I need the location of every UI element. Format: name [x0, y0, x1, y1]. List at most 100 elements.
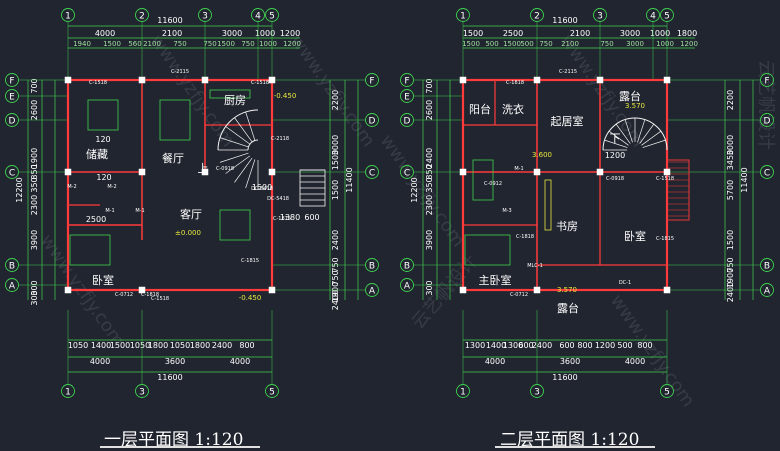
- stair-tread: [225, 126, 251, 145]
- plan1-top-row2-dim: 750: [173, 40, 186, 48]
- plan2-axis-left-C-label: C: [404, 168, 410, 178]
- plan2-right-dim: 3450: [726, 150, 735, 170]
- plan1-right-dim: 3000: [331, 135, 340, 155]
- plan1-door-tag: C-1518: [89, 80, 107, 86]
- plan1-room-4: 卧室: [92, 273, 114, 287]
- stair-tread: [234, 157, 253, 183]
- structural-column: [596, 76, 604, 84]
- structural-column: [663, 286, 671, 294]
- plan1-top-row1-dim: 2100: [162, 29, 182, 38]
- plan2-axis-left-B-label: B: [404, 261, 410, 271]
- plan1-note-0: 1380: [280, 213, 300, 222]
- stair-tread: [624, 119, 633, 143]
- plan2-bottom-row2-dim: 1200: [595, 341, 615, 350]
- plan2-axis-top-5-label: 5: [664, 11, 670, 21]
- plan1-axis-left-A-label: A: [9, 281, 16, 291]
- plan1-top-row2-dim: 750: [241, 40, 254, 48]
- plan1-axis-top-2-label: 2: [139, 11, 145, 21]
- dining-table: [159, 99, 191, 141]
- plan2-left-dim: 3900: [425, 230, 434, 250]
- plan1-bottom-row2-dim: 1050: [170, 341, 190, 350]
- plan2-bottom-row1-dim: 4000: [485, 357, 505, 366]
- plan1-axis-top-2-circle: [135, 8, 149, 22]
- stair-tread: [615, 123, 631, 144]
- plan1-axis-top-1-circle: [61, 8, 75, 22]
- plan1-right-dim: 1500: [331, 150, 340, 170]
- watermark-cn: 云艺帆设计: [755, 60, 776, 150]
- storage-furniture: [87, 99, 119, 131]
- plan2-axis-bottom-1-label: 1: [460, 387, 466, 397]
- plan1-axis-left-D-label: D: [9, 116, 16, 126]
- plan2-room-6: 主卧室: [479, 273, 512, 287]
- plan2-bottom-row2-dim: 500: [617, 341, 632, 350]
- structural-column: [64, 168, 72, 176]
- structural-column: [533, 76, 541, 84]
- plan2-top-total: 11600: [552, 16, 577, 25]
- stair-tread: [225, 155, 251, 174]
- plan1-door-tag: C-1815: [273, 216, 291, 222]
- plan2-right-dim: 2400: [726, 282, 735, 302]
- plan1-axis-bottom-1-label: 1: [65, 387, 71, 397]
- watermark-text: www.yzfjy.com: [606, 291, 699, 411]
- plan2-left-dim: 2400: [425, 148, 434, 168]
- plan1-bottom-total: 11600: [157, 373, 182, 382]
- structural-column: [663, 168, 671, 176]
- plan1-left-total: 12200: [15, 177, 24, 202]
- plan2-room-8: 下: [610, 132, 621, 145]
- plan1-top-row2-dim: 1200: [283, 40, 301, 48]
- plan1-axis-bottom-5-label: 5: [269, 387, 275, 397]
- plan2-door-tag: MLC-1: [527, 263, 543, 269]
- plan1-door-tag: C-2118: [271, 136, 289, 142]
- structural-column: [138, 286, 146, 294]
- plan2-axis-bottom-5-label: 5: [664, 387, 670, 397]
- structural-column: [459, 286, 467, 294]
- plan1-elev-2: -0.450: [239, 294, 262, 302]
- plan1-axis-left-C-label: C: [9, 168, 15, 178]
- plan2-top-row2-dim: 2100: [561, 40, 579, 48]
- plan1-axis-left-E-label: E: [9, 92, 15, 102]
- structural-column: [64, 76, 72, 84]
- plan1-note-5: 120: [96, 173, 111, 182]
- plan2-top-row2-dim: 1500: [503, 40, 521, 48]
- plan2-room-0: 阳台: [469, 102, 491, 116]
- plan1-top-row2-dim: 1000: [259, 40, 277, 48]
- plan1-door-tag: C-1815: [241, 258, 259, 264]
- plan1-top-row1-dim: 1000: [255, 29, 275, 38]
- plan2-left-total: 12200: [410, 177, 419, 202]
- plan1-left-dim: 2600: [30, 100, 39, 120]
- plan2-right-dim: 5700: [726, 180, 735, 200]
- desk: [544, 179, 552, 231]
- stair-tread: [245, 111, 256, 141]
- stair-tread: [608, 130, 629, 146]
- plan1-note-1: 600: [304, 213, 319, 222]
- plan1-top-row1-dim: 3000: [222, 29, 242, 38]
- plan1-bottom-row1-dim: 4000: [90, 357, 110, 366]
- plan2-right-dim: 1900: [726, 268, 735, 288]
- plan1-axis-top-3-label: 3: [202, 11, 208, 21]
- plan2-top-row2-dim: 1000: [656, 40, 674, 48]
- plan2-room-3: 露台: [619, 89, 641, 103]
- plan2-axis-right-F-label: F: [764, 76, 769, 86]
- plan2-door-tag: M-1: [514, 166, 523, 172]
- plan1-bottom-row1-dim: 4000: [230, 357, 250, 366]
- stair-tread: [641, 130, 662, 146]
- plan2-bottom-row2-dim: 800: [637, 341, 652, 350]
- plan1-axis-top-5-circle: [265, 8, 279, 22]
- plan1-axis-right-B-label: B: [369, 261, 375, 271]
- plan1-top-row2-dim: 2100: [143, 40, 161, 48]
- plan1-right-dim: 1500: [331, 180, 340, 200]
- stair-arc: [602, 117, 668, 151]
- plan2-axis-right-C-label: C: [764, 168, 770, 178]
- plan2-bottom-row2-dim: 2400: [532, 341, 552, 350]
- plan1-top-row2-dim: 1500: [217, 40, 235, 48]
- plan2-top-row2-dim: 3000: [626, 40, 644, 48]
- plan2-room-5: 卧室: [624, 229, 646, 243]
- plan2-top-row2-dim: 750: [600, 40, 613, 48]
- stair-arc: [247, 139, 259, 151]
- outside-steps: [299, 169, 326, 207]
- plan1-bottom-row1-dim: 3600: [165, 357, 185, 366]
